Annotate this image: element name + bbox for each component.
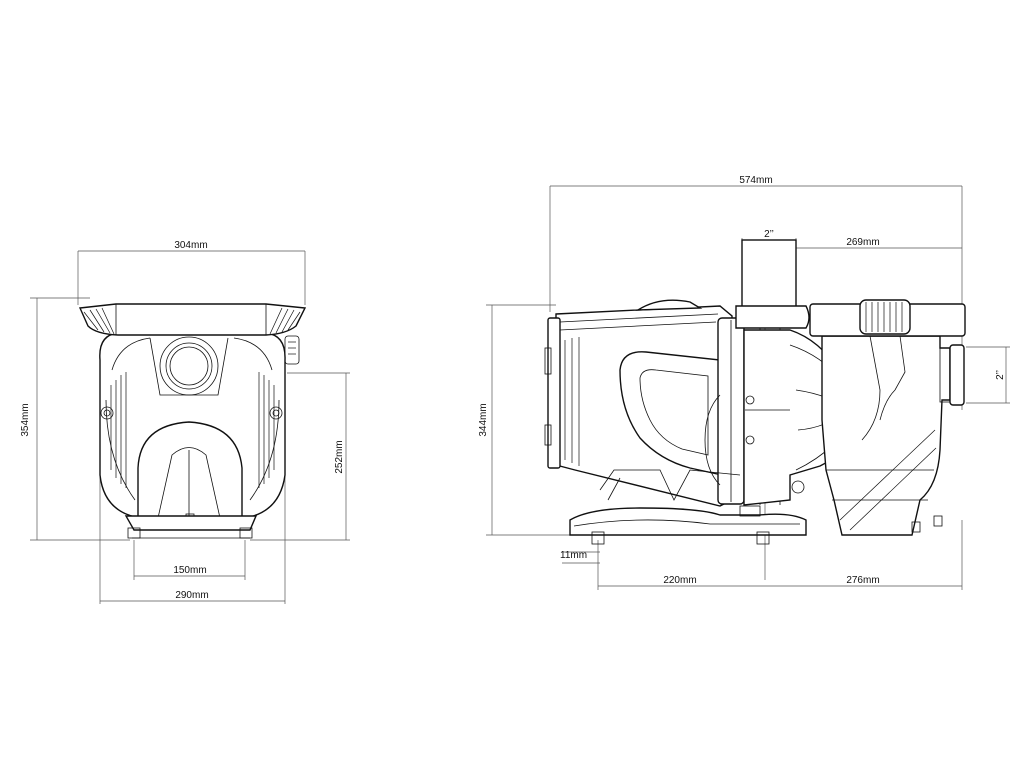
label-side-height: 344mm: [478, 403, 489, 436]
label-front-base-width: 290mm: [175, 590, 208, 601]
label-side-total-length: 574mm: [739, 175, 772, 186]
label-front-feet-spacing: 150mm: [173, 565, 206, 576]
pump-side-strainer: [809, 299, 966, 536]
side-view: 574mm 2’’ 269mm 344mm 2’’: [478, 175, 1010, 590]
label-side-right-span: 276mm: [846, 575, 879, 586]
pump-side-motor: [544, 299, 745, 507]
label-side-foot: 11mm: [560, 550, 587, 561]
label-front-height: 354mm: [20, 403, 31, 436]
pump-front-body: [78, 303, 307, 539]
dim-front-height: 354mm: [20, 297, 130, 541]
label-side-left-span: 220mm: [663, 575, 696, 586]
dim-front-top-width: 304mm: [77, 240, 306, 305]
front-view: 304mm 354mm 252mm 150mm 290m: [20, 240, 350, 604]
label-side-port-side: 2’’: [995, 370, 1006, 380]
dim-side-spans: 220mm 276mm: [598, 520, 963, 590]
dim-front-feet-spacing: 150mm: [133, 540, 246, 580]
dim-front-base-width: 290mm: [99, 470, 286, 604]
dim-side-port-side: 2’’: [966, 346, 1010, 404]
dim-side-height: 344mm: [478, 304, 570, 536]
label-side-port-top: 2’’: [764, 229, 774, 240]
dim-side-foot: 11mm: [560, 540, 600, 590]
label-side-to-inlet: 269mm: [846, 237, 879, 248]
label-front-top-width: 304mm: [174, 240, 207, 251]
dim-front-outlet-height: 252mm: [250, 372, 350, 541]
pump-side-top-port: [735, 239, 810, 505]
label-front-outlet-height: 252mm: [334, 440, 345, 473]
pump-side-base: [569, 469, 807, 545]
